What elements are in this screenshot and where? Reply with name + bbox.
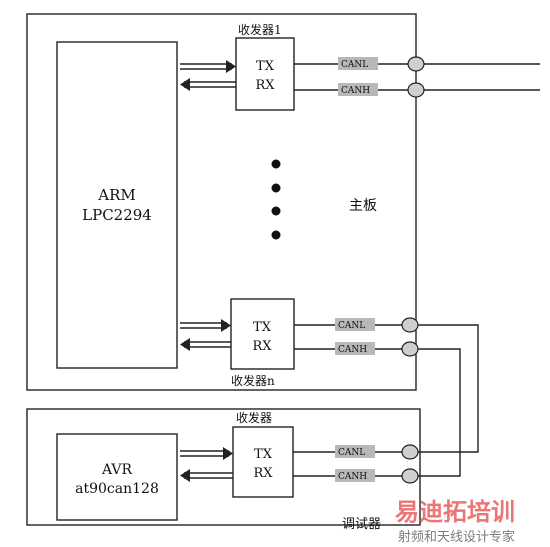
canh-tag-1: CANH xyxy=(341,86,370,96)
bus-arrow-arm-to-transceiver-1 xyxy=(180,60,236,73)
debugger-transceiver-label: 收发器 xyxy=(236,410,272,425)
canl-tag-debugger: CANL xyxy=(338,448,365,458)
canl-tag-1: CANL xyxy=(341,60,368,70)
avr-block xyxy=(56,433,178,521)
debugger-transceiver xyxy=(232,426,294,498)
arm-model: LPC2294 xyxy=(82,206,152,224)
debug-cable xyxy=(418,324,479,477)
avr-model: at90can128 xyxy=(75,481,159,497)
arm-block xyxy=(56,41,178,369)
bus-arrow-transceiver-1-to-arm xyxy=(180,78,236,91)
transceiver-1-rx: RX xyxy=(255,78,275,93)
transceiver-n xyxy=(230,298,295,370)
connector-canh-debugger xyxy=(401,468,419,484)
canl-tag-n: CANL xyxy=(338,321,365,331)
canh-tag-debugger: CANH xyxy=(338,472,367,482)
connector-canl-1 xyxy=(407,56,425,72)
bus-arrow-transceiver-to-avr xyxy=(180,469,233,482)
connector-canl-debugger xyxy=(401,444,419,460)
mainboard-frame xyxy=(26,13,417,391)
transceiver-1 xyxy=(235,37,295,111)
transceiver-n-label: 收发器n xyxy=(231,373,275,388)
connector-canh-1 xyxy=(407,82,425,98)
transceiver-n-rx: RX xyxy=(252,339,272,354)
transceiver-1-tx: TX xyxy=(256,59,275,74)
watermark-tagline: 射频和天线设计专家 xyxy=(398,529,515,545)
ellipsis-dot xyxy=(271,230,281,240)
watermark-brand: 易迪拓培训 xyxy=(395,498,515,526)
connector-canh-n xyxy=(401,341,419,357)
debugger-frame xyxy=(26,408,421,526)
connector-canl-n xyxy=(401,317,419,333)
avr-name: AVR xyxy=(101,462,133,478)
bus-arrow-avr-to-transceiver xyxy=(180,447,233,460)
canh-tag-n: CANH xyxy=(338,345,367,355)
ellipsis-dot xyxy=(271,159,281,169)
debugger-transceiver-rx: RX xyxy=(253,466,273,481)
mainboard-label: 主板 xyxy=(349,198,377,214)
bus-arrow-transceiver-n-to-arm xyxy=(180,338,231,351)
debugger-transceiver-tx: TX xyxy=(254,447,273,462)
transceiver-n-tx: TX xyxy=(253,320,272,335)
ellipsis-dot xyxy=(271,183,281,193)
ellipsis-dot xyxy=(271,206,281,216)
arm-name: ARM xyxy=(97,186,136,204)
transceiver-1-label: 收发器1 xyxy=(238,22,282,37)
bus-arrow-arm-to-transceiver-n xyxy=(180,319,231,332)
debugger-label: 调试器 xyxy=(342,517,381,532)
